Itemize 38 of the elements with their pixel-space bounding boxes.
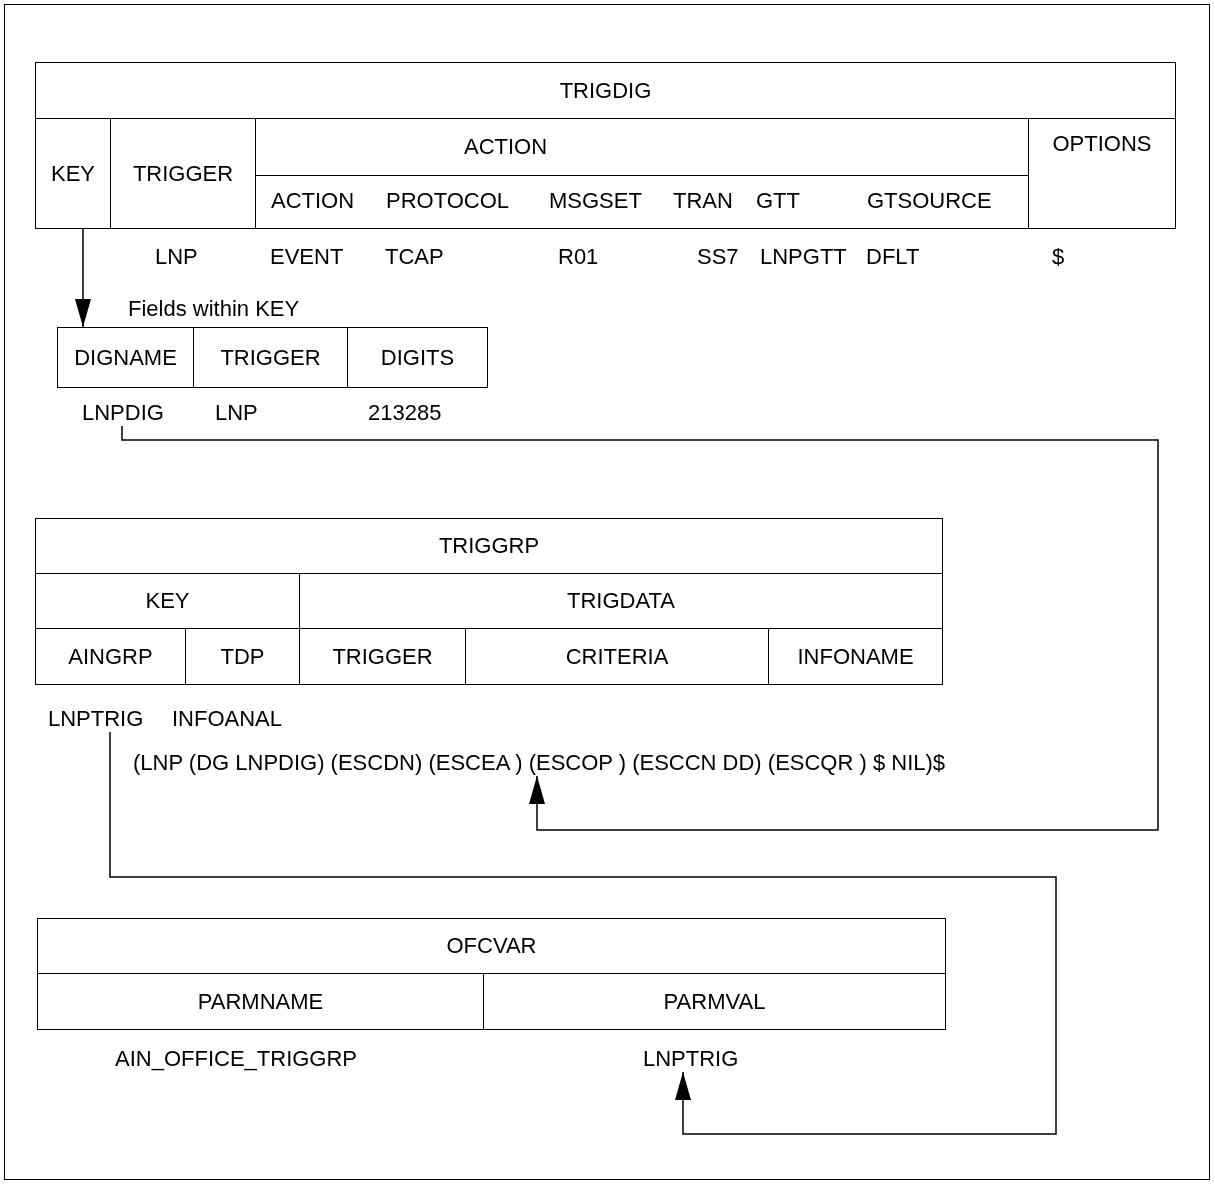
field-value: $ xyxy=(1052,244,1065,270)
field-value: 213285 xyxy=(368,400,442,426)
field-value: INFOANAL xyxy=(172,706,283,732)
table-header-cell: KEY xyxy=(35,118,111,229)
field-value: DFLT xyxy=(866,244,920,270)
field-value: LNPTRIG xyxy=(643,1046,739,1072)
arrow xyxy=(109,731,1057,1135)
field-value: SS7 xyxy=(697,244,739,270)
column-header: MSGSET xyxy=(549,188,642,214)
field-value: R01 xyxy=(558,244,599,270)
table-header-cell: TRIGGER xyxy=(193,327,348,388)
field-value: LNP xyxy=(215,400,258,426)
field-value: LNPGTT xyxy=(760,244,847,270)
field-value: LNPDIG xyxy=(82,400,164,426)
table-header-cell: OPTIONS xyxy=(1028,118,1176,229)
table-header-cell: AINGRP xyxy=(35,628,186,685)
table-header-cell: INFONAME xyxy=(768,628,943,685)
criteria-text: (LNP (DG LNPDIG) (ESCDN) (ESCEA ) (ESCOP ) (ESCCN DD) (ESCQR ) $ NIL)$ xyxy=(133,750,946,776)
arrow xyxy=(75,228,91,328)
table-header-cell: DIGNAME xyxy=(57,327,194,388)
column-header: PROTOCOL xyxy=(386,188,510,214)
field-value: AIN_OFFICE_TRIGGRP xyxy=(115,1046,358,1072)
table-title-cell: TRIGDIG xyxy=(35,62,1176,119)
column-header: TRAN xyxy=(673,188,733,214)
table-title-cell: OFCVAR xyxy=(37,918,946,974)
arrow xyxy=(121,425,1159,831)
table-title-cell: TRIGGRP xyxy=(35,518,943,574)
table-header-cell: DIGITS xyxy=(347,327,488,388)
table-header-cell: PARMNAME xyxy=(37,973,484,1030)
field-value: LNPTRIG xyxy=(48,706,144,732)
column-header: GTT xyxy=(756,188,800,214)
field-value: TCAP xyxy=(385,244,444,270)
table-header-cell: PARMVAL xyxy=(483,973,946,1030)
field-value: LNP xyxy=(155,244,198,270)
column-header: ACTION xyxy=(271,188,355,214)
column-header: GTSOURCE xyxy=(867,188,992,214)
note-text: Fields within KEY xyxy=(128,296,300,322)
field-value: EVENT xyxy=(270,244,344,270)
